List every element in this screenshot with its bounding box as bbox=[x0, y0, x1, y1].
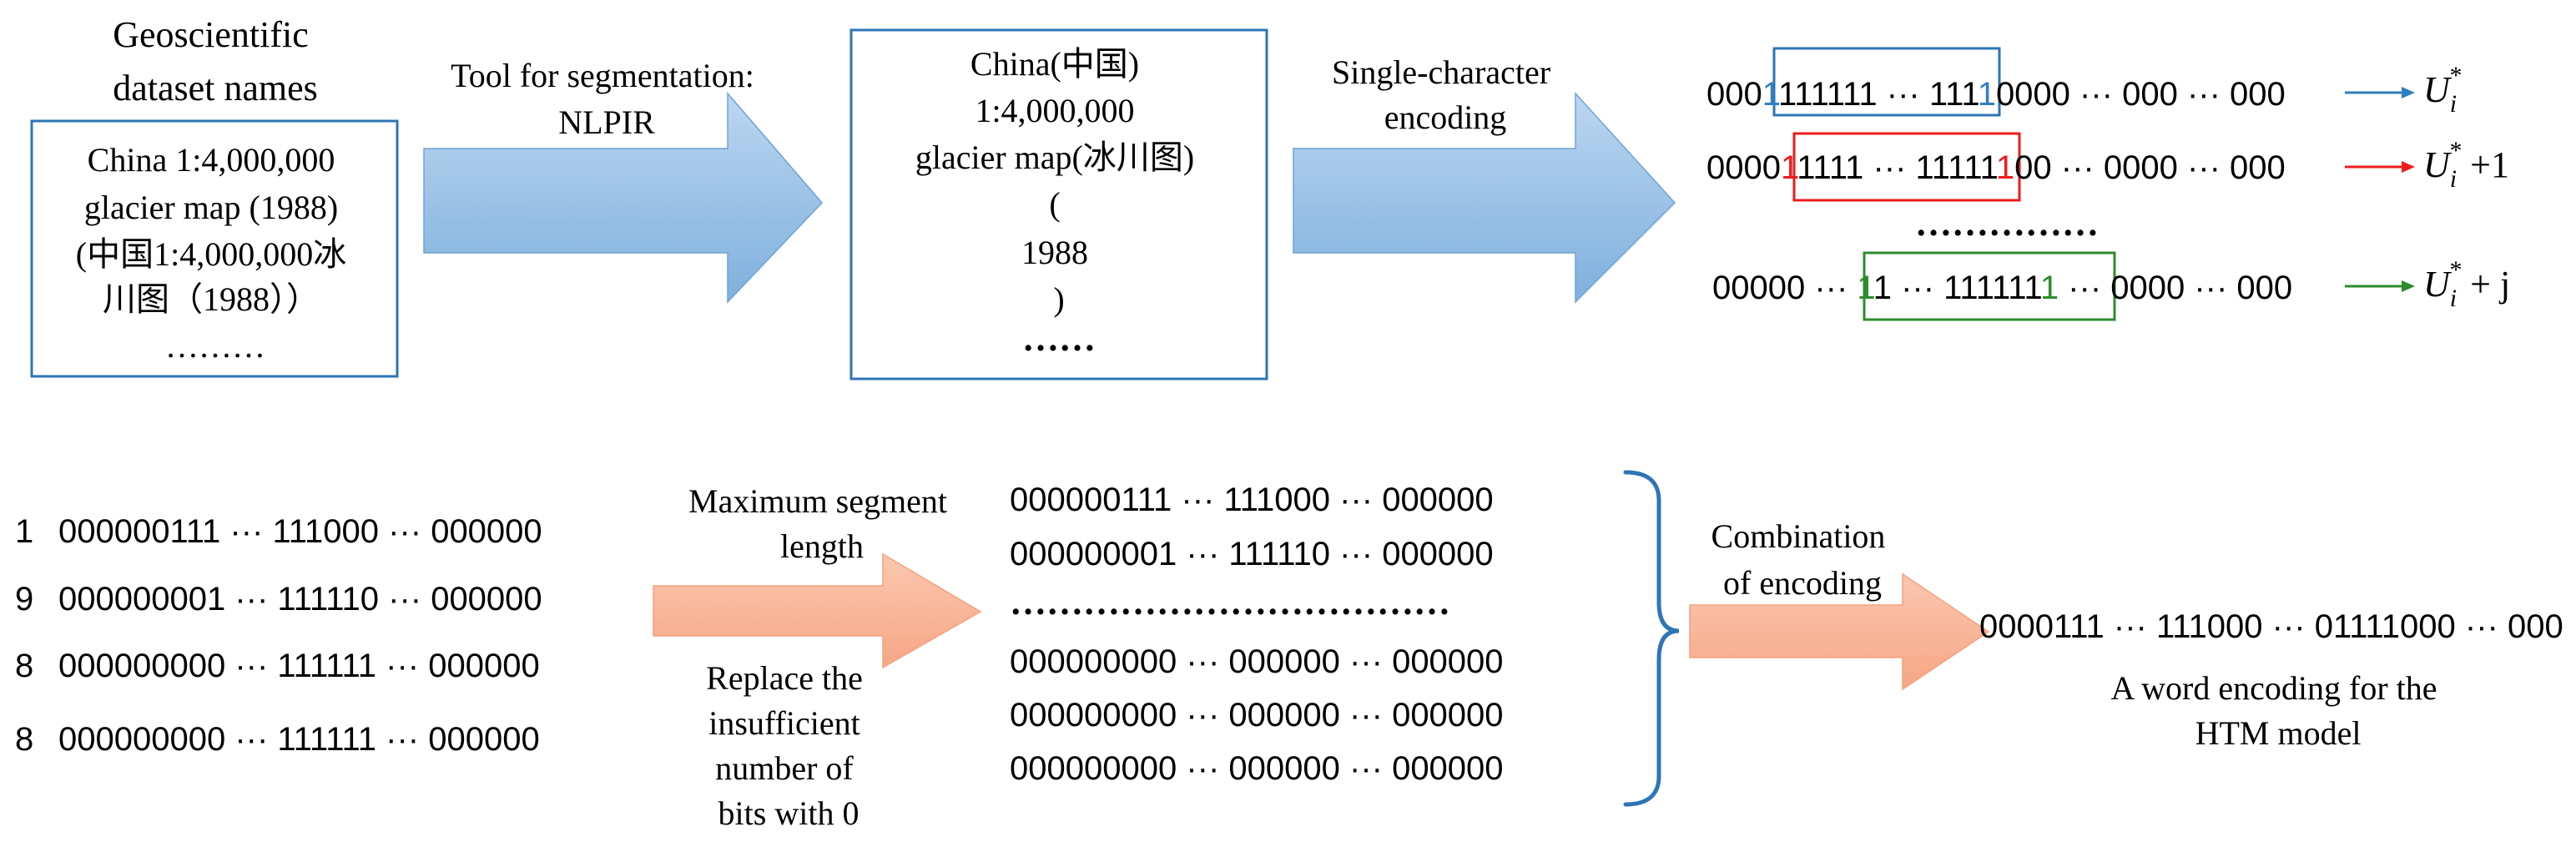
segmentation-arrow bbox=[423, 91, 824, 304]
segment-code: 000000000 ··· 000000 ··· 000000 bbox=[1010, 750, 1504, 787]
encoding-row-2: 000011111 ··· 11111100 ··· 0000 ··· 000 … bbox=[1706, 132, 2509, 202]
segment-code: 000000000 ··· 111111 ··· 000000 bbox=[58, 721, 540, 758]
encoding-highlight-box bbox=[1792, 132, 2021, 202]
encoding-target-label: Ui* bbox=[2423, 62, 2461, 118]
segment-code: 000000001 ··· 111110 ··· 000000 bbox=[1010, 536, 1494, 572]
segment-codes: 000000111 ··· 111000 ··· 000000 00000000… bbox=[1010, 481, 1504, 787]
segment-code: 000000001 ··· 111110 ··· 000000 bbox=[58, 581, 542, 618]
segment-code: 000000000 ··· 111111 ··· 000000 bbox=[58, 648, 540, 684]
segment-length-number: 1 bbox=[15, 513, 33, 550]
encoding-target-label: Ui* + j bbox=[2423, 256, 2510, 312]
dataset-names-box-text: China 1:4,000,000 glacier map (1988) (中国… bbox=[76, 141, 355, 365]
segment-length-number: 9 bbox=[15, 581, 33, 618]
combination-brace bbox=[1623, 470, 1680, 807]
segment-code: 000000111 ··· 111000 ··· 000000 bbox=[1010, 481, 1494, 518]
segment-code: 000000000 ··· 000000 ··· 000000 bbox=[1010, 643, 1504, 680]
encoding-bits: 0001111111 ··· 11110000 ··· 000 ··· 000 bbox=[1706, 76, 2286, 113]
segmentation-tool-label: Tool for segmentation: NLPIR bbox=[451, 57, 763, 141]
dataset-names-heading: Geoscientific dataset names bbox=[113, 14, 318, 108]
segment-code: 000000111 ··· 111000 ··· 000000 bbox=[58, 513, 542, 550]
encoding-bits: 000011111 ··· 11111100 ··· 0000 ··· 000 bbox=[1706, 149, 2286, 186]
segmentation-result-text: China(中国) 1:4,000,000 glacier map(冰川图) (… bbox=[915, 45, 1202, 318]
max-segment-arrow bbox=[653, 552, 982, 669]
word-encoding-caption: A word encoding for the HTM model bbox=[2110, 669, 2445, 752]
encoding-bits: 00000 ··· 11 ··· 1111111 ··· 0000 ··· 00… bbox=[1712, 270, 2292, 306]
encoding-highlight-box bbox=[1863, 251, 2116, 321]
encoding-arrowhead bbox=[2402, 87, 2415, 98]
encoding-row-1: 0001111111 ··· 11110000 ··· 000 ··· 000 … bbox=[1706, 47, 2461, 118]
segment-code: 000000000 ··· 000000 ··· 000000 bbox=[1010, 697, 1504, 733]
segment-length-number: 8 bbox=[15, 721, 33, 758]
segmentation-result-box bbox=[849, 28, 1268, 381]
encoding-arrow bbox=[1293, 92, 1676, 304]
segment-length-number: 8 bbox=[15, 648, 33, 684]
dataset-names-box bbox=[30, 119, 399, 378]
segmentation-result-ellipsis: …… bbox=[1022, 318, 1096, 359]
combination-arrow bbox=[1689, 572, 1990, 691]
encoding-arrowhead bbox=[2402, 161, 2415, 173]
single-character-encoding-label: Single-character encoding bbox=[1332, 53, 1559, 136]
encoding-row-3: 00000 ··· 11 ··· 1111111 ··· 0000 ··· 00… bbox=[1712, 251, 2510, 321]
word-encoding-code: 0000111 ··· 111000 ··· 01111000 ··· 000 bbox=[1979, 608, 2563, 645]
max-segment-length-label: Maximum segment length bbox=[688, 482, 955, 565]
encoding-highlight-box bbox=[1772, 47, 2001, 117]
input-codes: 1 000000111 ··· 111000 ··· 000000 9 0000… bbox=[15, 513, 542, 758]
encoding-rows-ellipsis: …………… bbox=[1915, 203, 2099, 244]
encoding-target-label: Ui* +1 bbox=[2423, 137, 2509, 193]
segment-codes-ellipsis: ……………………………… bbox=[1010, 582, 1450, 623]
combination-of-encoding-label: Combination of encoding bbox=[1711, 517, 1894, 602]
replace-bits-note: Replace the insufficient number of bits … bbox=[706, 659, 871, 832]
encoding-arrowhead bbox=[2402, 280, 2415, 292]
